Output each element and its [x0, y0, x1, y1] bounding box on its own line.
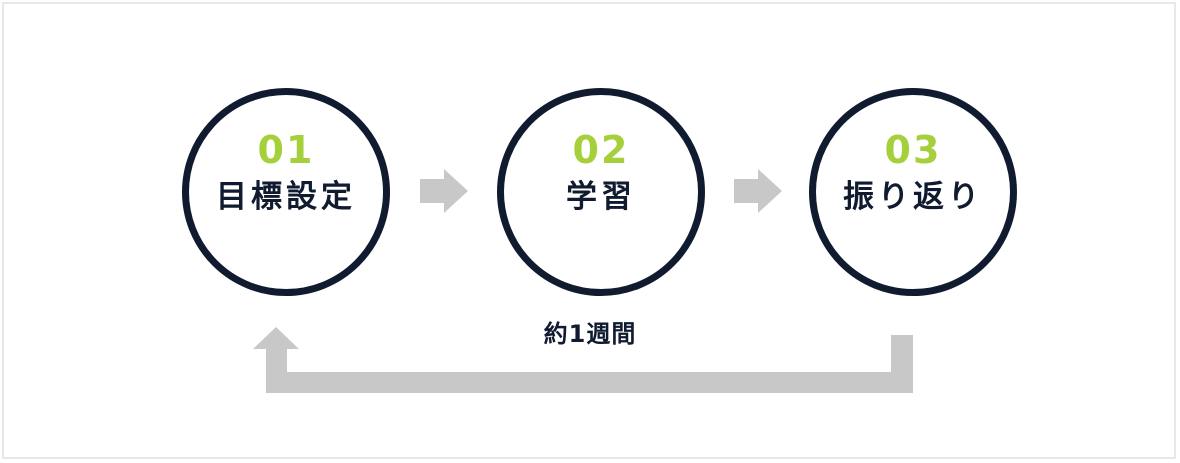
arrow-right-shape — [420, 169, 468, 213]
step-circle-learning: 02 学習 — [497, 88, 705, 296]
step-label: 目標設定 — [216, 179, 356, 215]
arrow-right-icon — [420, 169, 468, 213]
step-circle-reflection: 03 振り返り — [809, 88, 1017, 296]
step-circle-goal-setting: 01 目標設定 — [182, 88, 390, 296]
cycle-duration-label: 約1週間 — [543, 320, 637, 348]
arrow-right-shape — [734, 169, 782, 213]
step-number: 02 — [572, 128, 630, 172]
step-label: 振り返り — [843, 179, 983, 215]
arrow-right-icon — [734, 169, 782, 213]
step-label: 学習 — [566, 179, 636, 215]
loop-back-arrow-shape — [253, 327, 913, 393]
step-number: 03 — [884, 128, 942, 172]
step-number: 01 — [257, 128, 315, 172]
